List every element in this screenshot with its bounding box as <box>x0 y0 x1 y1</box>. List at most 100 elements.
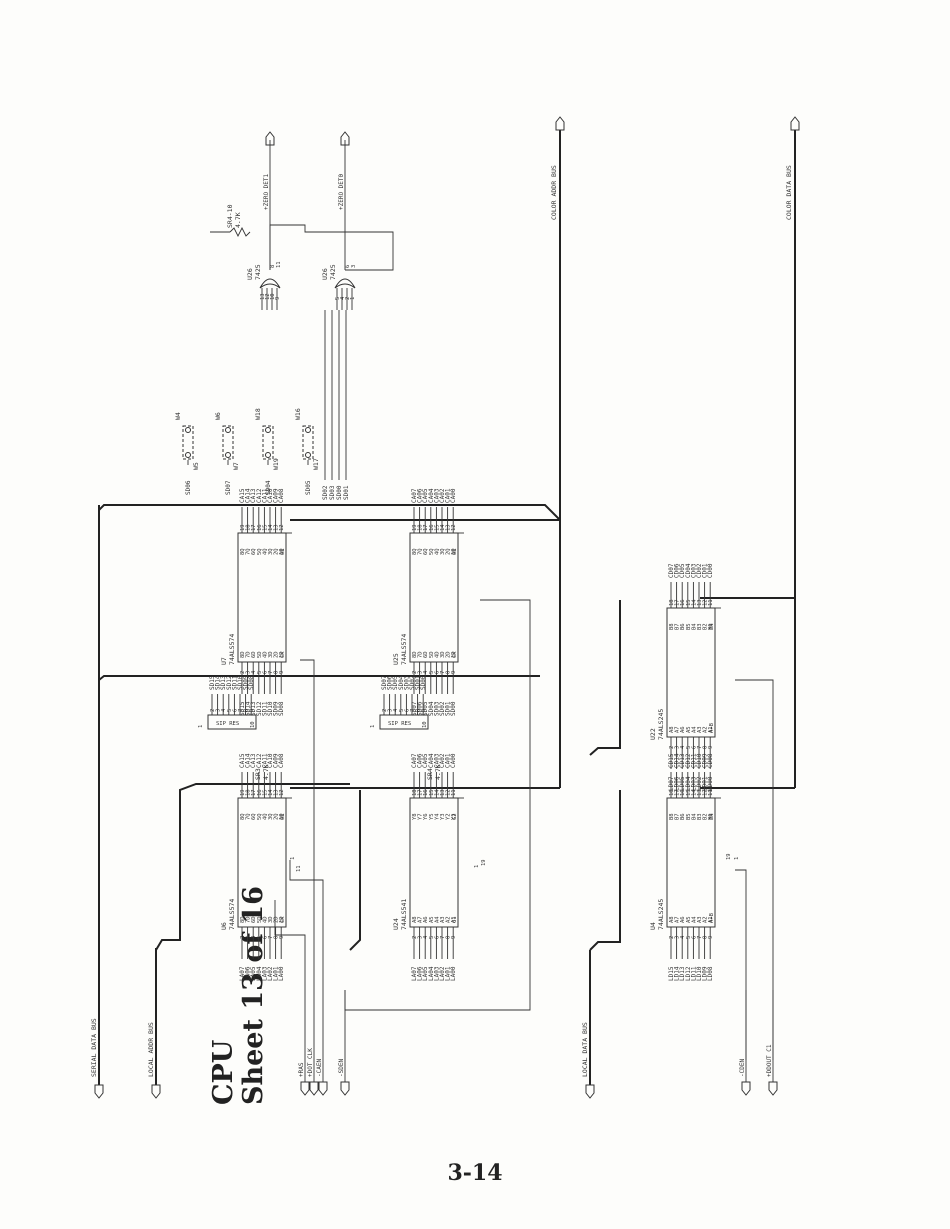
u4-ctrl-b: EN <box>709 813 715 820</box>
u4-out-net-7: CD08 <box>707 753 714 768</box>
u4-out-net-3: CD12 <box>685 753 692 768</box>
u25-in-net-0: SD07 <box>411 701 418 716</box>
gate-1-out-pin-0: 6 <box>345 265 351 268</box>
u4-in-name-1: A7 <box>675 916 681 923</box>
u25-out-net-7: CA00 <box>450 488 457 503</box>
bus-local-addr-bus-connector <box>151 1084 161 1099</box>
u4-in-name-7: A1 <box>708 916 714 923</box>
u25-out-net-6: CA01 <box>445 488 452 503</box>
u22-out-name-3: B5 <box>686 623 692 630</box>
u22-out-name-5: B3 <box>697 623 703 630</box>
u22-in-name-3: A5 <box>686 726 692 733</box>
u24-in-net-1: LA06 <box>417 966 424 981</box>
u6-out-name-3: 5Q <box>257 813 263 820</box>
u24-in-name-1: A7 <box>418 916 424 923</box>
u7-in-net-3: SD12 <box>256 701 263 716</box>
sr3-ref: SR3 <box>254 768 262 780</box>
u25-in-net-5: SD02 <box>439 701 446 716</box>
page-number: 3-14 <box>447 1160 503 1186</box>
jumper-net-sd06: SD06 <box>185 480 192 495</box>
sr3-net-6: SD09 <box>243 675 250 690</box>
u6-in-name-3: 5D <box>257 916 263 923</box>
gate-1-in-pin-0: 5 <box>335 297 341 300</box>
u24-out-name-6: Y2 <box>446 813 452 820</box>
bus-color-addr-bus-label: COLOR ADDR BUS <box>550 165 558 220</box>
u7-out-net-3: CA12 <box>256 488 263 503</box>
u6-in-pin-4: 6 <box>262 936 268 939</box>
ctrl-cden-connector <box>741 1081 751 1096</box>
sr4-value: 4.7K <box>434 764 442 780</box>
gate-0-body <box>259 278 281 289</box>
gate-0-net-label: +ZERO DET1 <box>263 173 270 210</box>
u22-in-pin-4: 6 <box>691 746 697 749</box>
u25-out-name-1: 7Q <box>418 548 424 555</box>
dotclk-to-u7 <box>300 659 315 990</box>
u24-in-name-4: A4 <box>434 916 440 923</box>
u25-out-pin-4: 15 <box>434 524 440 531</box>
u22-in-pin-3: 5 <box>686 746 692 749</box>
ctrl-ras-label: +RAS <box>298 1062 305 1077</box>
u7-out-name-6: 2Q <box>274 548 280 555</box>
u25-ref: U25 <box>392 653 400 665</box>
u22-in-pin-0: 2 <box>669 746 675 749</box>
jumper-label-w5: W5 <box>192 462 200 470</box>
u6-out-pin-7: 12 <box>279 789 285 796</box>
local-data-to-u22 <box>589 600 621 756</box>
u25-out-net-3: CA04 <box>428 488 435 503</box>
zero-det-in-sd00: SD00 <box>336 485 343 500</box>
sr3-pin-7: 9 <box>249 709 255 712</box>
sr4-pin-0: 2 <box>382 709 388 712</box>
u7-out-name-0: 8Q <box>240 548 246 555</box>
ctrl-dot-clk-label: +DOT CLK <box>307 1048 314 1077</box>
u4-in-net-6: LD09 <box>702 966 709 981</box>
u6-in-name-0: 8D <box>240 916 246 923</box>
u7-out-pin-3: 16 <box>257 524 263 531</box>
u6-in-net-7: LA00 <box>278 966 285 981</box>
ctrl-ddout-c1-connector <box>768 1081 778 1096</box>
u22-in-name-4: A4 <box>691 726 697 733</box>
u25-out-pin-0: 19 <box>412 524 418 531</box>
u22-out-pin-4: 14 <box>691 599 697 606</box>
gate-1-out-pin-1: 3 <box>351 265 357 268</box>
u7-in-net-5: SD10 <box>267 701 274 716</box>
u24-out-pin-1: 17 <box>418 789 424 796</box>
u6-out-pin-1: 18 <box>246 789 252 796</box>
u25-out-pin-3: 16 <box>429 524 435 531</box>
u4-in-pin-1: 3 <box>675 936 681 939</box>
u7-in-net-0: SD15 <box>239 701 246 716</box>
u22-in-name-7: A1 <box>708 726 714 733</box>
u24-in-pin-2: 4 <box>423 935 429 939</box>
u4-ctrl-a: A+B <box>709 912 715 923</box>
u25-in-net-1: SD06 <box>417 701 424 716</box>
sr3-pin-1: 3 <box>216 709 222 712</box>
u7-out-pin-2: 17 <box>251 524 257 531</box>
u4-out-name-5: B3 <box>697 813 703 820</box>
u6-out-name-2: 6Q <box>251 813 257 820</box>
bus-color-data-bus-connector <box>790 116 800 131</box>
sr4-net-7: SD00 <box>420 675 427 690</box>
u25-in-name-5: 3D <box>440 651 446 658</box>
u22-in-net-3: LD04 <box>685 776 692 791</box>
u24-out-name-2: Y6 <box>423 813 429 820</box>
u7-in-pin-0: 2 <box>240 671 246 674</box>
sr3-pin-0: 2 <box>210 709 216 712</box>
u4-out-name-3: B5 <box>686 813 692 820</box>
u4-out-net-0: CD15 <box>668 753 675 768</box>
u22-out-net-2: CD05 <box>679 563 686 578</box>
u24-out-pin-6: 12 <box>446 789 452 796</box>
u4-out-net-2: CD13 <box>679 753 686 768</box>
u4-out-pin-7: 11 <box>708 789 714 796</box>
zero-det-in-sd02: SD02 <box>322 485 329 500</box>
u4-in-name-4: A4 <box>691 916 697 923</box>
sr4-pin-1: 3 <box>388 709 394 712</box>
sr3-pin-6: 8 <box>244 709 250 712</box>
u22-in-name-5: A3 <box>697 726 703 733</box>
u7-body <box>237 532 287 663</box>
u6-part: 74ALS574 <box>228 899 236 930</box>
u7-out-net-5: CA10 <box>267 488 274 503</box>
serial-bus-to-u7 <box>98 504 561 521</box>
u7-out-name-3: 5Q <box>257 548 263 555</box>
jumper-pin-2b <box>265 427 271 433</box>
u25-out-name-4: 4Q <box>434 548 440 555</box>
